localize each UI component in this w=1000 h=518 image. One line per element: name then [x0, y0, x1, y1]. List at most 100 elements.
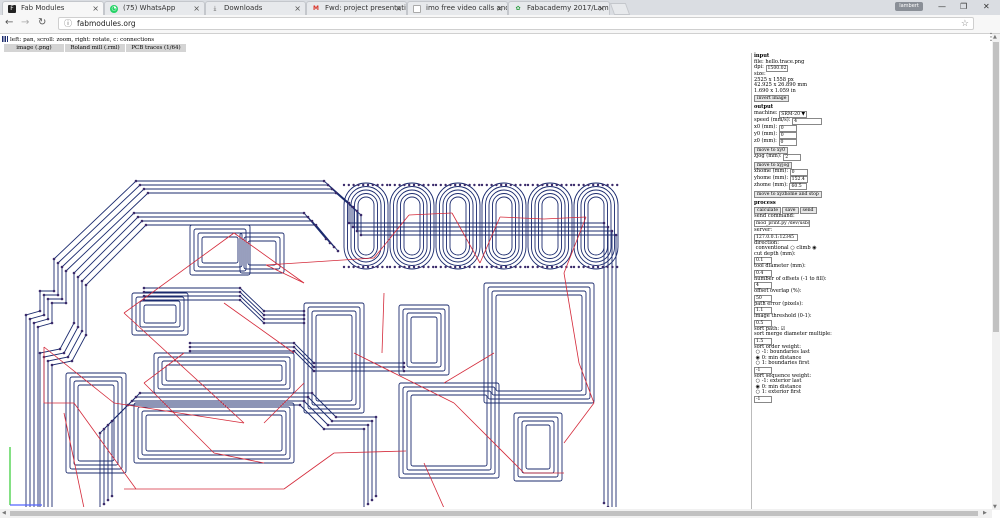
calculate-button[interactable]: calculate [754, 207, 782, 214]
process-heading: process [754, 199, 776, 206]
tab-image-png[interactable]: image (.png) [4, 44, 64, 52]
dpi-field[interactable]: 1500.02 [765, 65, 788, 72]
tab-pcb-traces[interactable]: PCB traces (1/64) [126, 44, 186, 52]
order-weight-field[interactable]: -1 [754, 366, 772, 374]
toolpath-drawing[interactable] [4, 53, 750, 518]
scroll-up-icon[interactable]: ▲ [993, 34, 997, 40]
scroll-down-icon[interactable]: ▼ [993, 504, 997, 510]
trace-path [350, 189, 382, 263]
connection-line [263, 382, 305, 424]
yhome-field[interactable]: 152.4 [789, 175, 808, 183]
offsets-field[interactable]: 4 [754, 282, 772, 289]
path-point [80, 329, 84, 333]
conventional-radio[interactable]: ○ [790, 245, 795, 251]
trace-path [137, 406, 291, 460]
tab-roland-mill[interactable]: Roland mill (.rml) [65, 44, 125, 52]
path-point [362, 427, 366, 431]
size-mm: 42.925 x 26.890 mm [754, 82, 808, 88]
maximize-icon[interactable]: ❐ [960, 2, 968, 11]
path-point [52, 289, 56, 293]
back-arrow-icon[interactable]: ← [5, 17, 14, 28]
toolpath-canvas[interactable] [4, 53, 750, 518]
climb-radio[interactable]: ◉ [812, 245, 817, 251]
path-point [587, 183, 590, 187]
move-xyjog-button[interactable]: move to xyjog [754, 161, 793, 169]
path-point [495, 265, 498, 269]
path-point [106, 498, 110, 502]
path-point [38, 309, 42, 313]
reload-icon[interactable]: ↻ [38, 17, 47, 28]
window-close-icon[interactable]: ✕ [983, 2, 990, 11]
scroll-left-icon[interactable]: ◀ [2, 510, 6, 516]
trace-path [190, 342, 404, 364]
zhome-field[interactable]: 60.5 [789, 182, 808, 190]
xhome-field[interactable]: 0 [789, 168, 808, 176]
sequence-weight-field[interactable]: -1 [754, 395, 772, 403]
path-point [531, 183, 534, 187]
path-error-field[interactable]: 1.1 [754, 307, 772, 314]
trace-path [487, 286, 591, 400]
close-icon[interactable]: × [598, 4, 605, 13]
horizontal-scrollbar[interactable]: ◀ ▶ [0, 509, 992, 518]
path-point [322, 179, 326, 183]
move-home-button[interactable]: move to xyzhome and stop [754, 190, 822, 198]
forward-arrow-icon[interactable]: → [21, 17, 30, 28]
trace-path [131, 292, 189, 336]
order-radio-3[interactable]: ○ [755, 360, 761, 366]
zjog-field[interactable]: 2 [783, 153, 802, 161]
scroll-right-icon[interactable]: ▶ [983, 510, 987, 516]
vertical-scrollbar[interactable]: ▲ ▼ [992, 34, 1000, 510]
profile-button[interactable]: lambert [895, 2, 923, 11]
server-field[interactable]: 127.0.0.1:12345 [754, 233, 798, 241]
order-radio-2[interactable]: ◉ [755, 354, 761, 361]
address-bar[interactable]: ⓘ fabmodules.org ☆ [58, 17, 974, 30]
info-icon[interactable]: ⓘ [64, 19, 72, 28]
close-icon[interactable]: × [294, 4, 301, 13]
tab-fab-modules[interactable]: F Fab Modules × [2, 1, 104, 15]
path-point [351, 225, 355, 229]
overlap-field[interactable]: 50 [754, 294, 772, 302]
trace-path [51, 224, 339, 518]
invert-image-button[interactable]: invert image [754, 95, 790, 102]
vertical-scroll-thumb[interactable] [993, 42, 999, 332]
path-point [134, 179, 138, 183]
z0-field[interactable]: 0 [778, 138, 797, 146]
sequence-radio-1[interactable]: ○ [755, 378, 761, 384]
merge-field[interactable]: 1.5 [754, 337, 772, 345]
machine-select[interactable]: SRM-20 ▼ [779, 110, 807, 118]
move-xy0-button[interactable]: move to xy0 [754, 146, 789, 154]
tab-whatsapp[interactable]: ◔ (75) WhatsApp × [104, 1, 205, 15]
minimize-icon[interactable]: — [938, 2, 946, 11]
server-label: server: [754, 227, 773, 233]
cut-depth-field[interactable]: 0.1 [754, 257, 772, 264]
new-tab-button[interactable] [609, 3, 631, 15]
menu-icon[interactable]: ⋮ [986, 32, 996, 43]
close-icon[interactable]: × [92, 4, 99, 13]
path-point [495, 183, 498, 187]
bookmark-star-icon[interactable]: ☆ [960, 19, 969, 29]
send-button[interactable]: send [799, 207, 817, 214]
connection-line [373, 214, 410, 259]
tool-diameter-field[interactable]: 0.4 [754, 269, 772, 277]
x0-field[interactable]: 0 [778, 124, 797, 132]
horizontal-scroll-thumb[interactable] [10, 511, 978, 516]
path-point [312, 369, 316, 373]
sequence-radio-2[interactable]: ◉ [755, 383, 761, 390]
tab-imo[interactable]: imo free video calls and × [407, 1, 508, 15]
close-icon[interactable]: × [496, 4, 503, 13]
send-command-field[interactable]: mod_print.py /dev/usb/lp1 [754, 219, 810, 227]
connection-line [113, 402, 245, 424]
order-radio-1[interactable]: ○ [755, 349, 761, 355]
save-button[interactable]: save [782, 207, 799, 214]
sequence-radio-3[interactable]: ○ [755, 389, 761, 395]
y0-field[interactable]: 0 [778, 131, 797, 139]
tab-gmail[interactable]: M Fwd: project presentatio × [306, 1, 407, 15]
sort-path-checkbox[interactable]: ☑ [780, 325, 786, 332]
close-icon[interactable]: × [193, 4, 200, 13]
speed-field[interactable]: 4 [792, 117, 823, 125]
threshold-field[interactable]: 0.5 [754, 319, 772, 327]
close-icon[interactable]: × [395, 4, 402, 13]
tab-downloads[interactable]: ⤓ Downloads × [205, 1, 306, 15]
path-point [292, 341, 296, 345]
tab-fabacademy[interactable]: ✿ Fabacademy 2017/Lamb × [508, 1, 610, 15]
